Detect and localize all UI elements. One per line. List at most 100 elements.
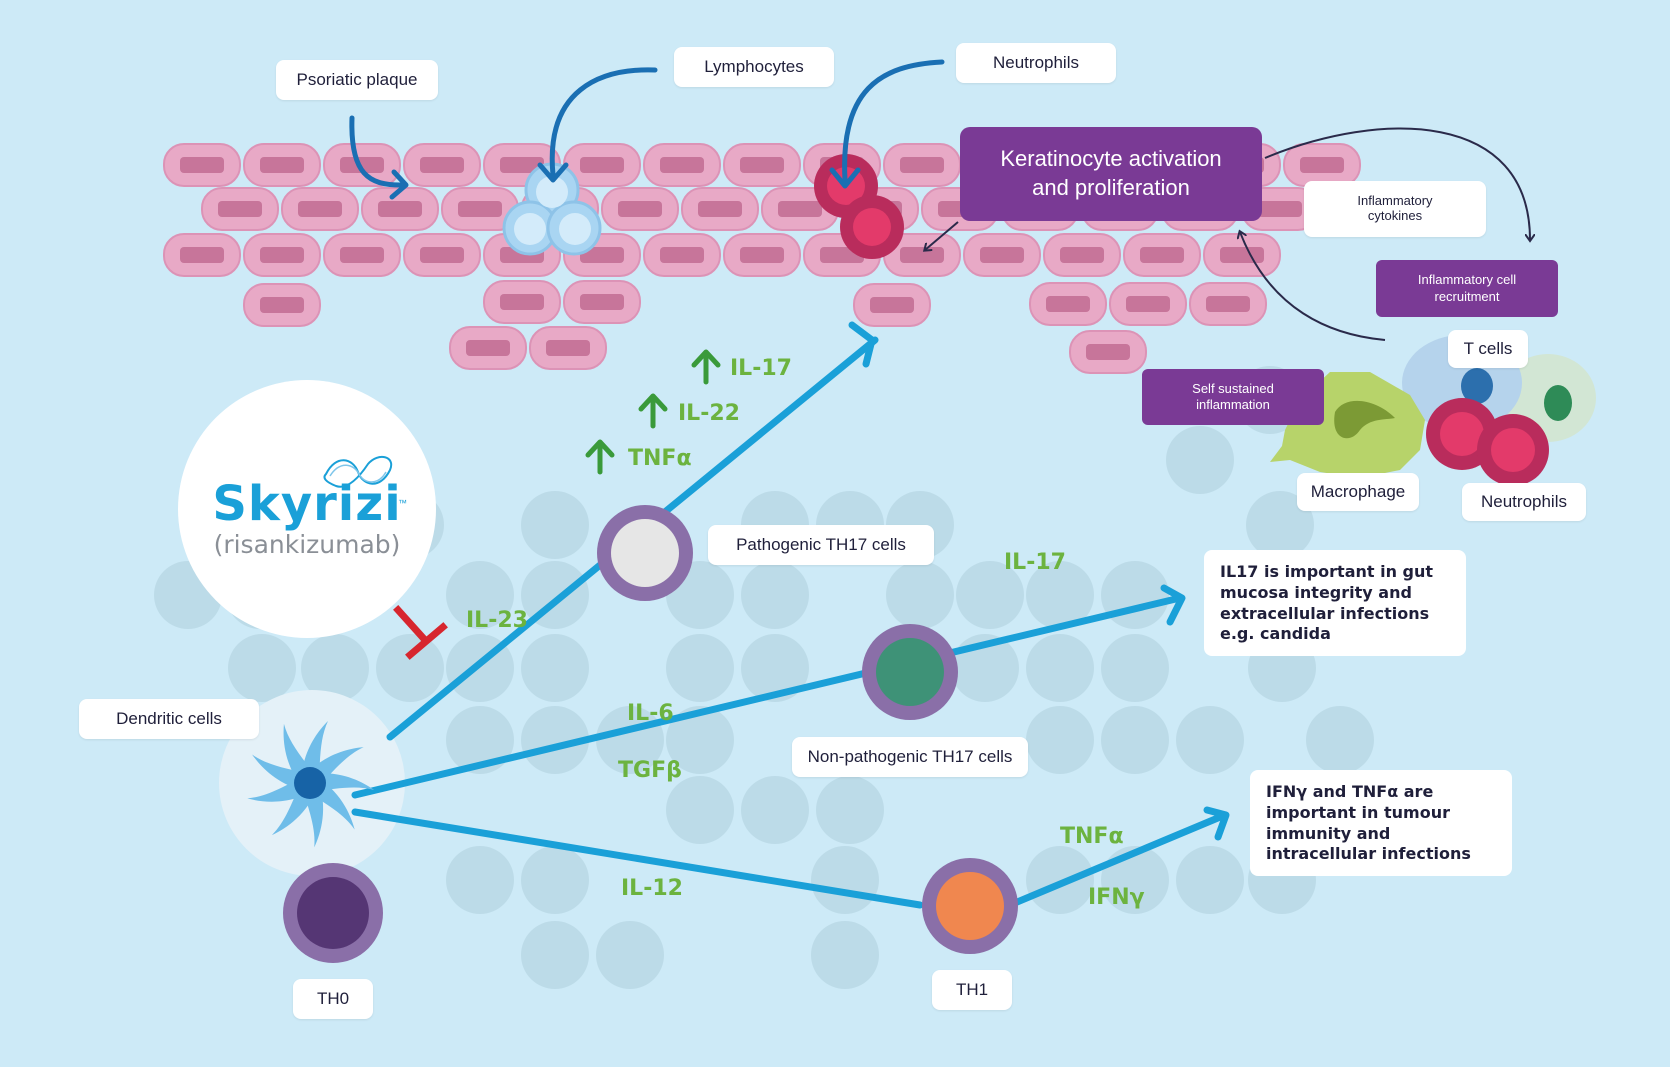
background-bubble xyxy=(1026,846,1094,914)
inhibitor-symbol xyxy=(393,605,448,660)
skin-cell xyxy=(1109,282,1187,326)
background-bubble xyxy=(1101,561,1169,629)
background-bubble xyxy=(446,561,514,629)
skin-cell xyxy=(643,143,721,187)
label-th1: TH1 xyxy=(932,970,1012,1010)
background-bubble xyxy=(1101,706,1169,774)
skin-cell xyxy=(1283,143,1361,187)
skin-cell xyxy=(723,233,801,277)
cytokine-il17-non-pathogenic: IL-17 xyxy=(1004,550,1066,575)
cytokine-tnfa-up: TNFα xyxy=(628,446,692,471)
skin-cell xyxy=(243,233,321,277)
pathogenic-th17-cell xyxy=(597,505,693,601)
background-bubble xyxy=(1101,634,1169,702)
skin-cell xyxy=(483,280,561,324)
cytokine-il17-up: IL-17 xyxy=(730,356,792,381)
skin-cell xyxy=(963,233,1041,277)
cytokine-il12: IL-12 xyxy=(621,876,683,901)
label-dendritic-cells: Dendritic cells xyxy=(79,699,259,739)
logo-trademark: ™ xyxy=(398,498,407,508)
background-bubble xyxy=(521,706,589,774)
logo-name: Skyrizi xyxy=(212,476,402,532)
skin-cell xyxy=(323,233,401,277)
skin-cell xyxy=(243,143,321,187)
background-bubble xyxy=(521,491,589,559)
skin-cell xyxy=(883,233,961,277)
background-bubble xyxy=(521,634,589,702)
label-t-cells: T cells xyxy=(1448,330,1528,368)
skin-cell xyxy=(853,283,931,327)
skin-cell xyxy=(163,233,241,277)
background-bubble xyxy=(446,706,514,774)
skin-cell xyxy=(563,280,641,324)
label-inflammatory-cytokines: Inflammatory cytokines xyxy=(1304,181,1486,237)
note-il17-importance: IL17 is important in gut mucosa integrit… xyxy=(1204,550,1466,656)
skin-cell xyxy=(601,187,679,231)
feedback-arrows xyxy=(925,127,1530,341)
skin-cell xyxy=(1189,282,1267,326)
background-bubble xyxy=(596,921,664,989)
skin-cell xyxy=(643,233,721,277)
label-non-pathogenic-th17: Non-pathogenic TH17 cells xyxy=(792,737,1028,777)
skin-cell xyxy=(1029,282,1107,326)
skin-cell xyxy=(201,187,279,231)
background-bubble xyxy=(1026,561,1094,629)
background-bubble xyxy=(521,921,589,989)
logo-infinity-mark xyxy=(323,455,393,488)
background-bubble xyxy=(741,776,809,844)
th0-cell xyxy=(283,863,383,963)
background-bubble xyxy=(811,921,879,989)
note-ifng-importance: IFNγ and TNFα are important in tumour im… xyxy=(1250,770,1512,876)
skin-cell xyxy=(1123,233,1201,277)
label-neutrophils-bottom: Neutrophils xyxy=(1462,483,1586,521)
label-inflammatory-cell-recruitment: Inflammatory cell recruitment xyxy=(1376,260,1558,317)
background-bubble xyxy=(1166,426,1234,494)
label-th0: TH0 xyxy=(293,979,373,1019)
background-bubble xyxy=(666,776,734,844)
skin-cell xyxy=(1043,233,1121,277)
skin-cell xyxy=(723,143,801,187)
cytokine-ifng: IFNγ xyxy=(1088,885,1145,910)
background-bubble xyxy=(1176,846,1244,914)
skyrizi-logo: Skyrizi ™ (risankizumab) xyxy=(178,380,436,638)
label-keratinocyte-activation: Keratinocyte activation and proliferatio… xyxy=(960,127,1262,221)
skin-cell xyxy=(243,283,321,327)
cytokine-tnfa-th1: TNFα xyxy=(1060,824,1124,849)
skin-cell xyxy=(681,187,759,231)
skin-cell xyxy=(403,233,481,277)
skin-cell xyxy=(449,326,527,370)
background-bubble xyxy=(1026,634,1094,702)
skin-cell xyxy=(1203,233,1281,277)
dendritic-cell xyxy=(247,721,375,848)
background-bubble xyxy=(666,634,734,702)
background-bubble xyxy=(816,776,884,844)
lymphocytes-cluster xyxy=(502,162,602,256)
callout-arrows xyxy=(349,59,945,200)
background-bubble xyxy=(956,561,1024,629)
skin-cell xyxy=(1069,330,1147,374)
background-bubble xyxy=(811,846,879,914)
background-bubble xyxy=(376,634,444,702)
label-psoriatic-plaque: Psoriatic plaque xyxy=(276,60,438,100)
background-bubble xyxy=(446,846,514,914)
background-bubble xyxy=(666,706,734,774)
cytokine-il6: IL-6 xyxy=(627,701,674,726)
background-bubble xyxy=(741,634,809,702)
cytokine-tgfb: TGFβ xyxy=(618,758,682,783)
label-self-sustained-inflammation: Self sustained inflammation xyxy=(1142,369,1324,425)
skin-cell xyxy=(163,143,241,187)
background-bubble xyxy=(521,846,589,914)
label-macrophage: Macrophage xyxy=(1297,473,1419,511)
th1-cell xyxy=(922,858,1018,954)
skin-cell xyxy=(361,187,439,231)
label-lymphocytes: Lymphocytes xyxy=(674,47,834,87)
logo-generic-name: (risankizumab) xyxy=(213,530,401,559)
background-bubble xyxy=(1026,706,1094,774)
background-bubble xyxy=(301,634,369,702)
skin-cell xyxy=(529,326,607,370)
non-pathogenic-th17-cell xyxy=(862,624,958,720)
increase-arrows xyxy=(585,349,721,475)
skin-cell xyxy=(883,143,961,187)
cytokine-il23: IL-23 xyxy=(466,608,528,633)
skin-cell xyxy=(403,143,481,187)
